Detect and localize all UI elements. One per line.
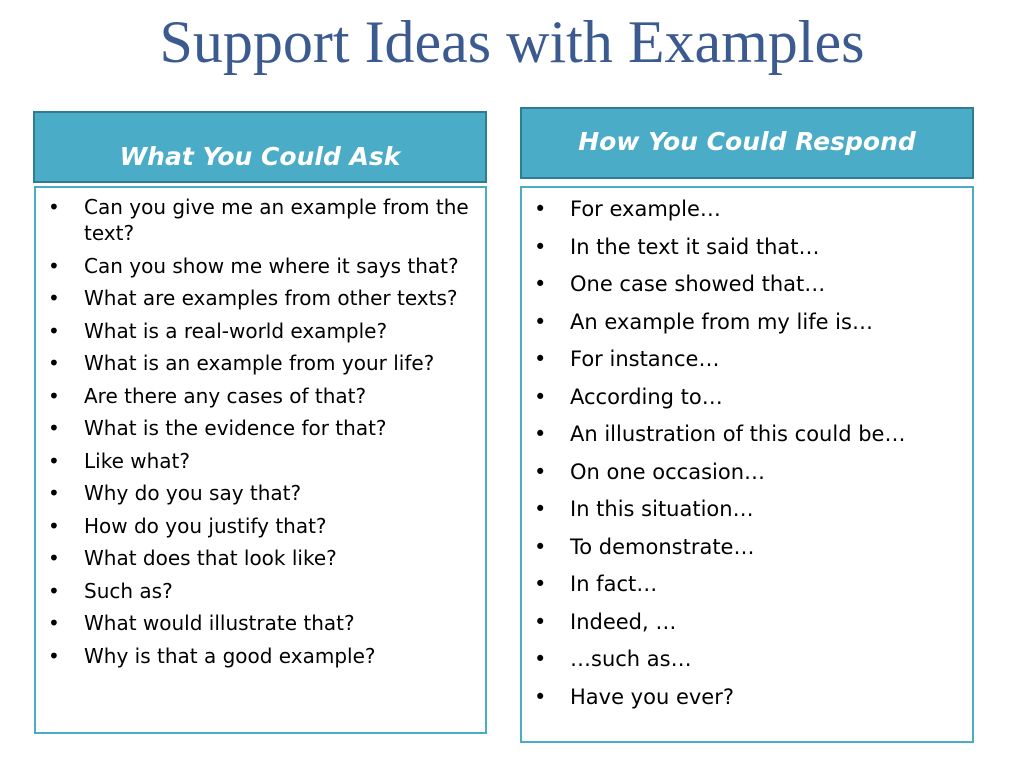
list-item: • …such as… — [534, 646, 965, 672]
bullet-icon: • — [534, 384, 547, 409]
list-item: • Indeed, … — [534, 609, 965, 635]
bullet-icon: • — [534, 309, 547, 334]
bullet-icon: • — [48, 416, 60, 440]
list-item: • Are there any cases of that? — [48, 383, 479, 409]
list-item: • For instance… — [534, 346, 965, 372]
list-item: • An illustration of this could be… — [534, 421, 965, 447]
list-item: • One case showed that… — [534, 271, 965, 297]
list-item-text: What is the evidence for that? — [84, 416, 387, 440]
list-item: • Have you ever? — [534, 684, 965, 710]
list-item: • On one occasion… — [534, 459, 965, 485]
list-item-text: What would illustrate that? — [84, 611, 355, 635]
bullet-icon: • — [48, 481, 60, 505]
list-item-text: Like what? — [84, 448, 190, 473]
column-header-respond-label: How You Could Respond — [578, 126, 916, 156]
list-item-text: Can you show me where it says that? — [84, 253, 459, 278]
bullet-icon: • — [534, 684, 547, 709]
list-item-text: Are there any cases of that? — [84, 383, 367, 408]
list-item-text: How do you justify that? — [84, 513, 327, 538]
bullet-icon: • — [534, 234, 547, 259]
bullet-icon: • — [534, 459, 547, 484]
ask-questions-list: • Can you give me an example from the tex… — [48, 194, 479, 675]
list-item: • Why do you say that? — [48, 480, 479, 506]
list-item-text: What is a real-world example? — [84, 318, 388, 343]
bullet-icon: • — [534, 572, 547, 596]
list-item: • An example from my life is… — [534, 309, 965, 335]
list-item: • Like what? — [48, 448, 479, 474]
list-item: • To demonstrate… — [534, 534, 965, 560]
bullet-icon: • — [48, 253, 60, 278]
list-item: • What would illustrate that? — [48, 610, 479, 636]
bullet-icon: • — [48, 318, 60, 343]
bullet-icon: • — [534, 422, 547, 446]
list-item: • In this situation… — [534, 496, 965, 522]
respond-phrases-box: • For example… • In the text it said that…… — [520, 186, 974, 743]
list-item: • Can you give me an example from the tex… — [48, 194, 479, 246]
bullet-icon: • — [48, 195, 60, 219]
list-item-text: For instance… — [570, 347, 720, 371]
list-item-text: In the text it said that… — [570, 234, 820, 259]
list-item-text: In this situation… — [570, 497, 754, 521]
bullet-icon: • — [534, 197, 547, 221]
list-item-text: An illustration of this could be… — [570, 422, 906, 446]
respond-phrases-list: • For example… • In the text it said that…… — [534, 196, 965, 721]
list-item-text: …such as… — [570, 647, 692, 671]
bullet-icon: • — [48, 383, 60, 408]
list-item: • What is a real-world example? — [48, 318, 479, 344]
list-item: • What is an example from your life? — [48, 350, 479, 376]
list-item-text: What are examples from other texts? — [84, 286, 458, 310]
list-item-text: An example from my life is… — [570, 309, 873, 334]
list-item-text: What is an example from your life? — [84, 351, 435, 375]
bullet-icon: • — [534, 534, 547, 559]
bullet-icon: • — [48, 611, 60, 635]
list-item-text: What does that look like? — [84, 546, 337, 570]
list-item: • How do you justify that? — [48, 513, 479, 539]
bullet-icon: • — [48, 546, 60, 570]
list-item: • Why is that a good example? — [48, 643, 479, 669]
bullet-icon: • — [48, 351, 60, 375]
bullet-icon: • — [534, 347, 547, 371]
list-item: • For example… — [534, 196, 965, 222]
list-item-text: According to… — [570, 384, 723, 409]
bullet-icon: • — [534, 609, 547, 634]
bullet-icon: • — [48, 448, 60, 473]
list-item-text: On one occasion… — [570, 459, 766, 484]
column-header-respond: How You Could Respond — [520, 107, 974, 179]
list-item-text: Have you ever? — [570, 684, 734, 709]
list-item: • According to… — [534, 384, 965, 410]
list-item: • In the text it said that… — [534, 234, 965, 260]
column-header-ask-label: What You Could Ask — [119, 141, 401, 171]
list-item-text: To demonstrate… — [570, 534, 755, 559]
bullet-icon: • — [48, 513, 60, 538]
list-item-text: Why do you say that? — [84, 481, 302, 505]
bullet-icon: • — [48, 578, 60, 603]
bullet-icon: • — [534, 647, 547, 671]
list-item: • Can you show me where it says that? — [48, 253, 479, 279]
list-item: • What are examples from other texts? — [48, 285, 479, 311]
list-item-text: Can you give me an example from the text… — [84, 195, 469, 245]
list-item-text: One case showed that… — [570, 272, 826, 296]
list-item-text: For example… — [570, 197, 721, 221]
list-item-text: In fact… — [570, 572, 658, 596]
list-item: • In fact… — [534, 571, 965, 597]
ask-questions-box: • Can you give me an example from the tex… — [34, 186, 487, 734]
list-item-text: Why is that a good example? — [84, 643, 376, 668]
page-title: Support Ideas with Examples — [159, 9, 865, 75]
bullet-icon: • — [48, 286, 60, 310]
bullet-icon: • — [48, 643, 60, 668]
list-item-text: Indeed, … — [570, 609, 677, 634]
bullet-icon: • — [534, 272, 547, 296]
column-header-ask: What You Could Ask — [33, 111, 487, 183]
list-item: • What is the evidence for that? — [48, 415, 479, 441]
bullet-icon: • — [534, 497, 547, 521]
list-item-text: Such as? — [84, 578, 173, 603]
list-item: • What does that look like? — [48, 545, 479, 571]
list-item: • Such as? — [48, 578, 479, 604]
